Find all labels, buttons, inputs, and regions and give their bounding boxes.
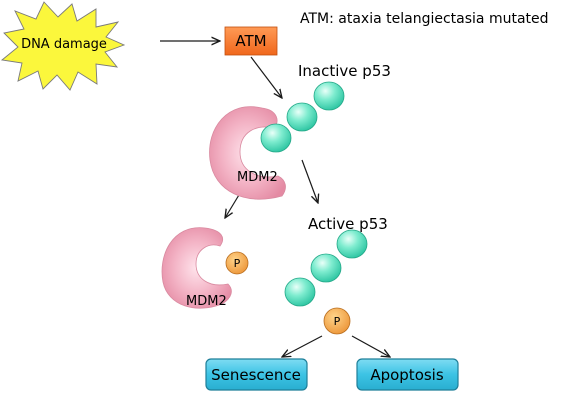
dna-damage-label: DNA damage <box>21 37 107 52</box>
p53-bead <box>313 81 345 111</box>
arrow-to-active-p53 <box>301 159 318 203</box>
p53-bead <box>336 229 368 259</box>
atm-label: ATM <box>235 32 266 50</box>
arrow-to-apoptosis <box>351 335 390 357</box>
p53-bead <box>310 253 342 283</box>
senescence-box: Senescence <box>205 358 308 391</box>
mdm2-top-label: MDM2 <box>237 170 278 185</box>
arrow-to-senescence <box>282 335 323 357</box>
phosphate-mdm2-label: P <box>234 257 241 270</box>
p53-bead <box>260 123 292 153</box>
atm-box: ATM <box>224 26 278 56</box>
atm-definition-note: ATM: ataxia telangiectasia mutated <box>300 11 549 27</box>
apoptosis-label: Apoptosis <box>370 366 444 384</box>
active-p53-chain: P <box>284 229 368 335</box>
mdm2-bound-shape <box>209 106 286 200</box>
arrow-atm-to-p53 <box>250 56 282 98</box>
inactive-p53-label: Inactive p53 <box>298 62 391 80</box>
senescence-label: Senescence <box>211 366 301 384</box>
dna-damage-burst: DNA damage <box>0 1 126 91</box>
inactive-p53-chain <box>260 81 345 153</box>
phosphate-p53 <box>323 307 351 335</box>
p53-bead <box>284 277 316 307</box>
mdm2-phospho-shape: P <box>161 227 249 309</box>
apoptosis-box: Apoptosis <box>356 358 459 391</box>
active-p53-label: Active p53 <box>308 215 388 233</box>
phosphate-p53-label: P <box>334 315 341 328</box>
mdm2-bottom-label: MDM2 <box>186 294 227 309</box>
phosphate-mdm2 <box>225 251 249 275</box>
p53-bead <box>286 102 318 132</box>
